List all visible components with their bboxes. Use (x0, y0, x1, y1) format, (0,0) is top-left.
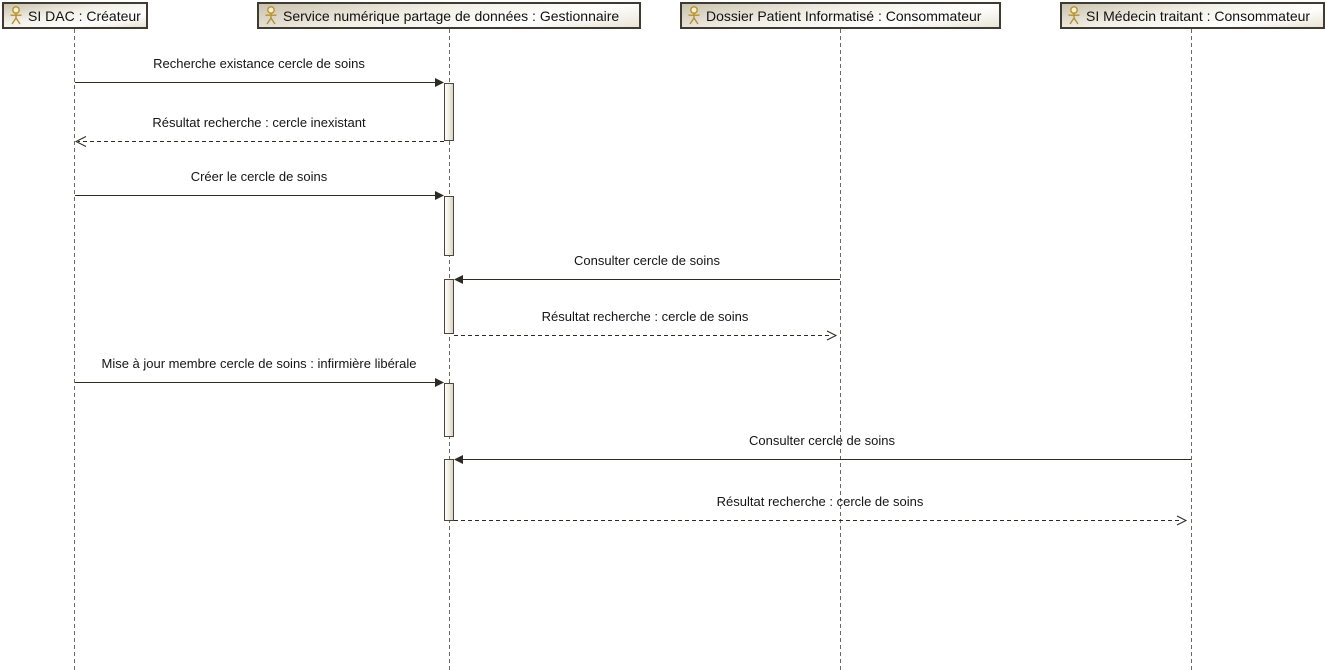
lifeline-name: Dossier Patient Informatisé : Consommate… (706, 7, 982, 24)
activation-bar (444, 196, 454, 256)
activation-bar (444, 459, 454, 521)
actor-icon (688, 6, 700, 25)
arrowhead-filled-icon (435, 378, 444, 387)
message-label: Recherche existance cercle de soins (153, 56, 365, 71)
lifeline-head-service-numerique: Service numérique partage de données : G… (257, 2, 641, 29)
lifeline-name: SI DAC : Créateur (28, 7, 141, 24)
lifeline-name: SI Médecin traitant : Consommateur (1086, 7, 1311, 24)
actor-icon (1068, 6, 1080, 25)
lifeline-head-si-medecin: SI Médecin traitant : Consommateur (1060, 2, 1325, 29)
arrowhead-open-icon (826, 330, 838, 341)
arrowhead-filled-icon (454, 275, 463, 284)
arrowhead-filled-icon (435, 78, 444, 87)
actor-icon (265, 6, 277, 25)
activation-bar (444, 83, 454, 141)
activation-bar (444, 383, 454, 437)
lifeline-name: Service numérique partage de données : G… (283, 7, 620, 24)
message-label: Résultat recherche : cercle de soins (716, 494, 924, 509)
message-label: Mise à jour membre cercle de soins : inf… (101, 356, 417, 371)
arrowhead-filled-icon (435, 191, 444, 200)
message-label: Résultat recherche : cercle de soins (541, 309, 749, 324)
lifeline-head-dossier-patient: Dossier Patient Informatisé : Consommate… (680, 2, 1001, 29)
arrowhead-open-icon (74, 136, 87, 147)
message-label: Résultat recherche : cercle inexistant (152, 115, 366, 130)
actor-icon (10, 6, 22, 25)
message-label: Consulter cercle de soins (749, 433, 895, 448)
message-label: Créer le cercle de soins (190, 169, 328, 184)
arrowhead-filled-icon (454, 455, 463, 464)
activation-bar (444, 279, 454, 334)
message-label: Consulter cercle de soins (574, 253, 720, 268)
arrowhead-open-icon (1176, 515, 1188, 526)
lifeline-head-si-dac: SI DAC : Créateur (2, 2, 148, 29)
